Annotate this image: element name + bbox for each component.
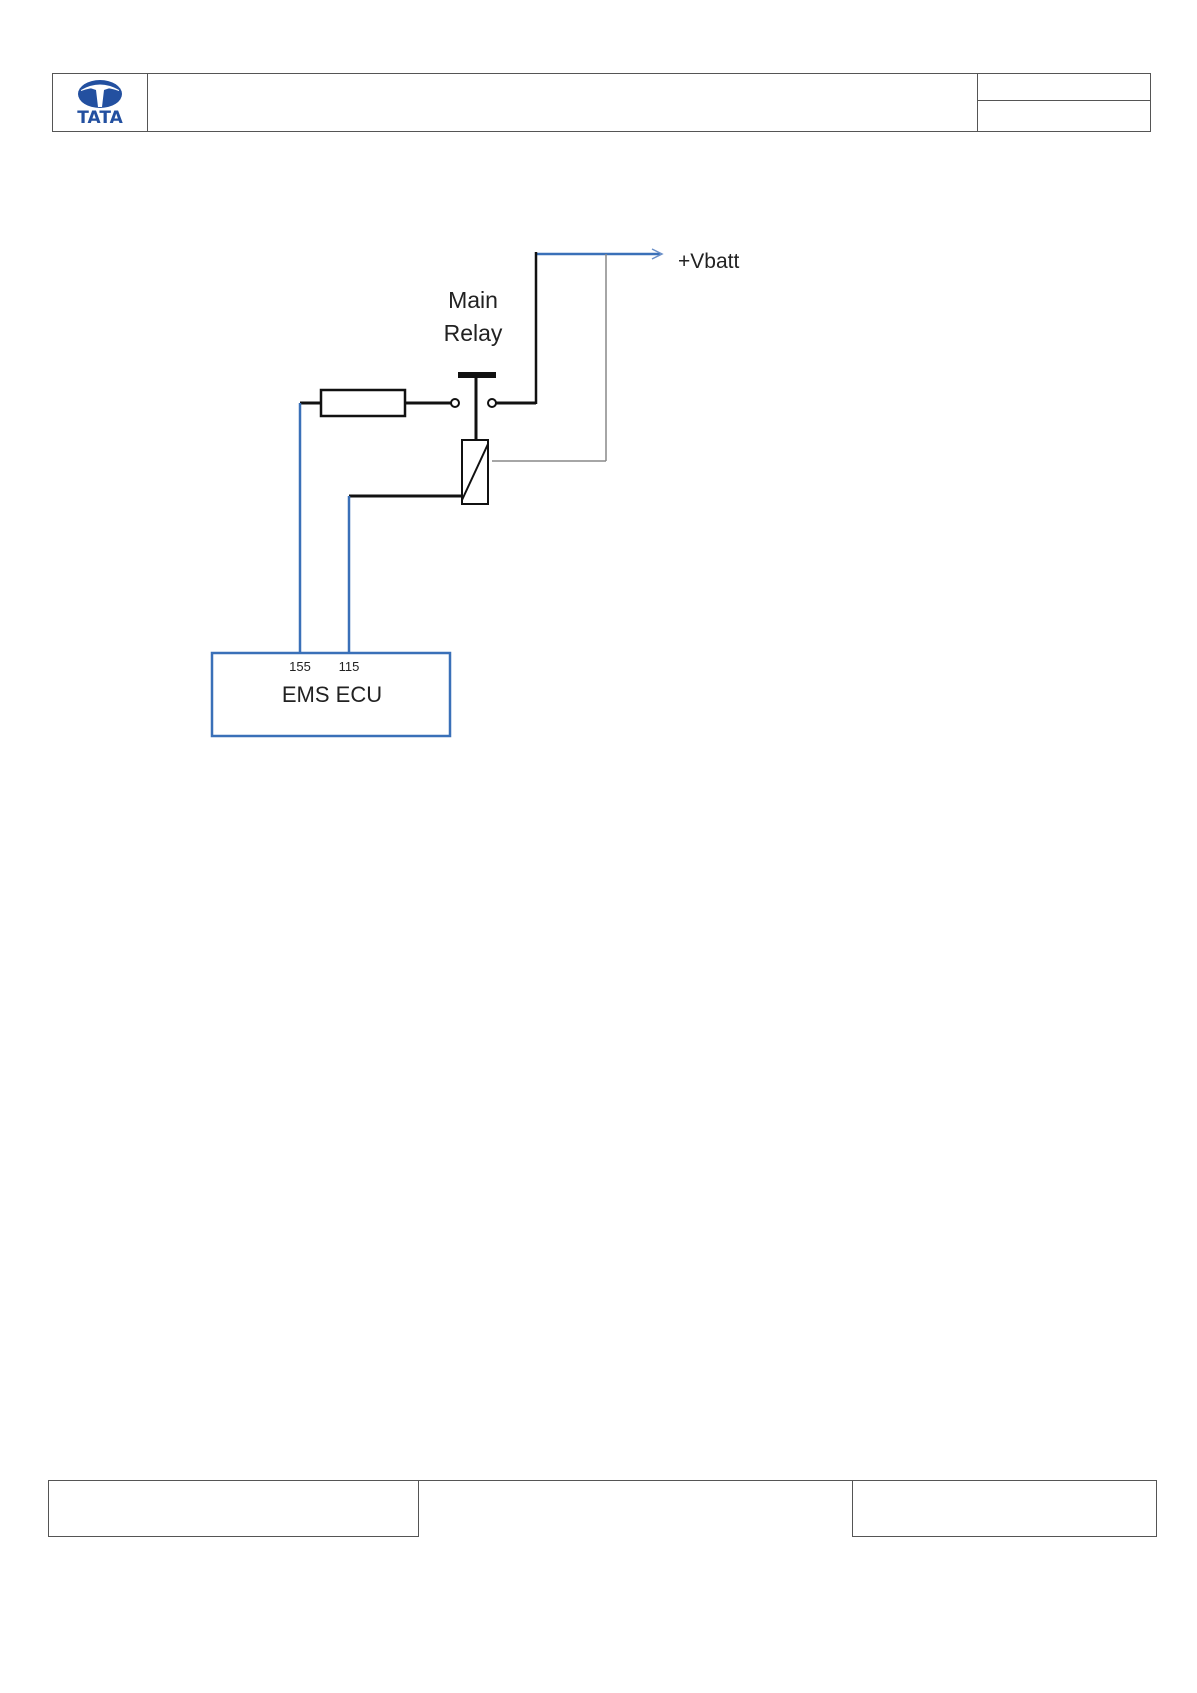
header-meta-cell (978, 74, 1150, 131)
relay-actuator-bar (458, 372, 496, 378)
vbatt-arrow-icon (651, 248, 664, 260)
vbatt-label: +Vbatt (678, 250, 739, 273)
tata-logo-icon (78, 79, 122, 108)
ecu-pin-155-label: 155 (289, 659, 311, 674)
footer-left-cell (48, 1480, 419, 1537)
ecu-label: EMS ECU (282, 682, 382, 707)
ecu-pin-115-label: 115 (339, 659, 360, 674)
logo-text: TATA (77, 107, 123, 128)
footer-right-cell (852, 1480, 1157, 1537)
document-header: TATA (52, 73, 1151, 132)
fuse (319, 388, 407, 418)
document-footer (48, 1480, 1157, 1538)
relay-contact-left (450, 398, 460, 408)
footer-middle-cell (419, 1480, 854, 1482)
relay-contact-right (487, 398, 497, 408)
header-meta-top (978, 74, 1150, 101)
relay-coil-diagonal (461, 443, 489, 501)
header-title-cell (148, 74, 978, 131)
relay-label-line2: Relay (444, 320, 503, 346)
relay-label-line1: Main (448, 287, 498, 313)
logo-cell: TATA (53, 74, 148, 131)
ems-ecu-box (210, 651, 452, 738)
